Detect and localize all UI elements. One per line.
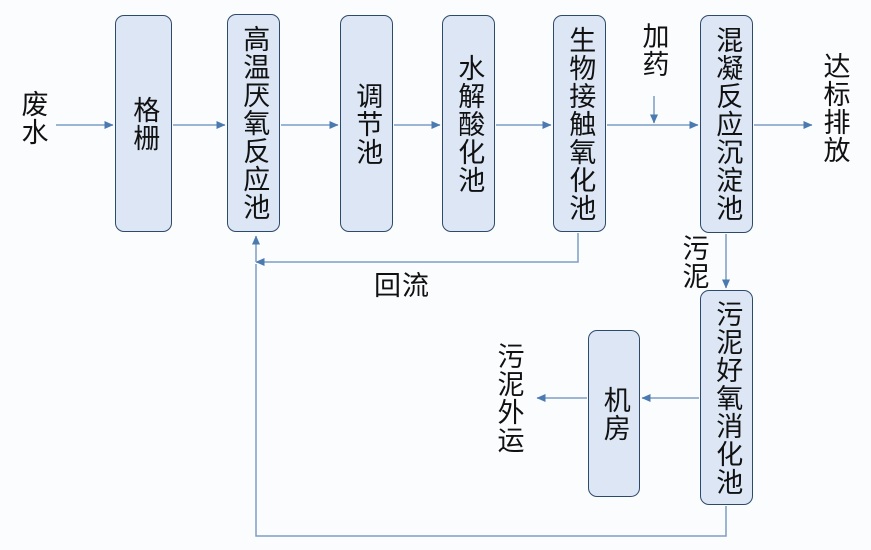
node-machine-room[interactable]: 机房 (588, 330, 640, 497)
node-label-regulating-tank: 调节池 (352, 81, 383, 166)
node-label-biological-contact-oxidation-tank: 生物接触氧化池 (565, 25, 596, 222)
label-influent: 废水 (17, 90, 48, 146)
label-return-flow: 回流 (374, 271, 430, 301)
connector-return-sludgedigest-bottom (255, 264, 727, 537)
label-dosing: 加药 (638, 22, 669, 78)
node-hydrolysis-acidification-tank[interactable]: 水解酸化池 (442, 15, 495, 232)
node-regulating-tank[interactable]: 调节池 (340, 15, 393, 232)
node-label-sludge-aerobic-digestion-tank: 污泥好氧消化池 (712, 299, 743, 496)
node-label-hydrolysis-acidification-tank: 水解酸化池 (454, 53, 485, 194)
node-label-machine-room: 机房 (599, 385, 630, 442)
label-sludge: 污泥 (678, 234, 709, 290)
node-label-grille: 格栅 (129, 95, 160, 152)
node-sludge-aerobic-digestion-tank[interactable]: 污泥好氧消化池 (700, 290, 753, 505)
node-label-coagulation-sedimentation-tank: 混凝反应沉淀池 (712, 26, 743, 222)
node-biological-contact-oxidation-tank[interactable]: 生物接触氧化池 (553, 15, 606, 232)
node-coagulation-sedimentation-tank[interactable]: 混凝反应沉淀池 (700, 15, 753, 233)
label-sludge-transport-out: 污泥外运 (493, 342, 524, 454)
node-label-high-temp-anaerobic-reactor: 高温厌氧反应池 (239, 25, 270, 221)
label-compliant-discharge: 达标排放 (819, 52, 850, 164)
connector-return-biocontact (255, 233, 579, 266)
node-high-temp-anaerobic-reactor[interactable]: 高温厌氧反应池 (227, 14, 280, 232)
node-grille[interactable]: 格栅 (115, 15, 172, 232)
